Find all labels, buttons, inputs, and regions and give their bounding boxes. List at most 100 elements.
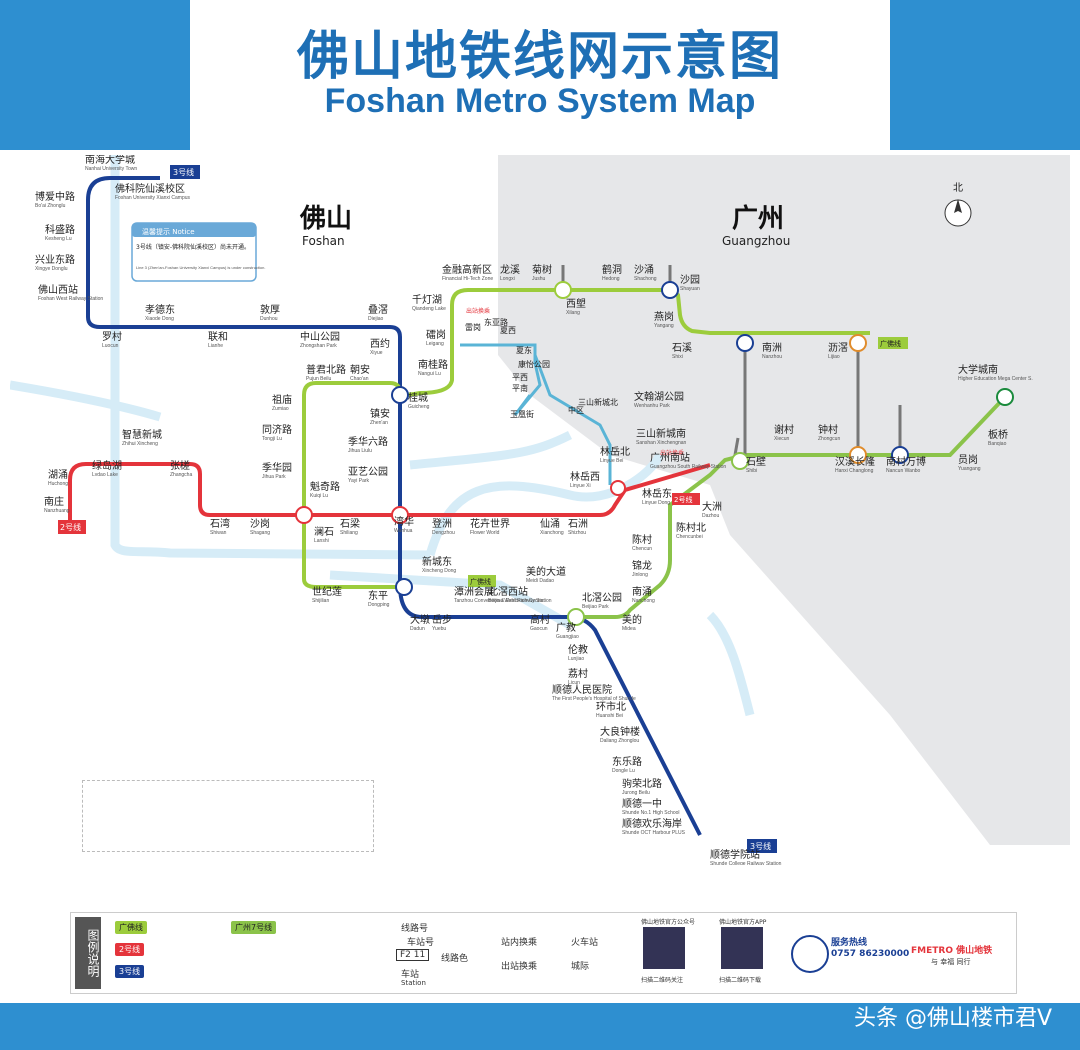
legend-title: 图例说明: [75, 917, 101, 989]
station-name: 锦龙: [632, 559, 652, 572]
station-name: 大学城南: [958, 363, 998, 376]
station-name: 科盛路: [45, 223, 75, 236]
station-name: 南洲: [762, 341, 782, 354]
guangzhou-region: [498, 155, 1070, 845]
station-name: 新城东: [422, 555, 452, 568]
tram-station-name: 平西: [512, 373, 528, 382]
legend-line3: 3号线: [115, 965, 145, 978]
line2-badge-right: 2号线: [672, 493, 700, 505]
legend-scan-download: 扫描二维码下载: [719, 977, 762, 984]
footer-bar: [0, 1003, 1080, 1050]
station-name: 桂城: [408, 391, 428, 404]
station-name-en: Linyue Dong: [642, 500, 670, 506]
station-name: 石溪: [672, 342, 692, 354]
guangfo-badge-mid-label: 广佛线: [470, 577, 491, 586]
legend-station-code-sample: F2 11: [396, 949, 430, 961]
station-name-en: Beijiao West Railway Station: [488, 598, 552, 604]
station-name-en: Jihua Park: [262, 474, 286, 480]
station-name: 孝德东: [145, 303, 175, 316]
station-name-en: Sanshan Xinchengnan: [636, 440, 687, 446]
guangfo-badge-mid: 广佛线: [468, 575, 496, 587]
station-name-en: Guicheng: [408, 404, 430, 410]
brand-logo: FMETRO 佛山地铁: [911, 946, 993, 956]
metro-map[interactable]: 佛山 Foshan 广州 Guangzhou 北 温馨提示 Notice 3号线…: [10, 155, 1070, 865]
line-tram: [460, 343, 612, 485]
station-name: 千灯湖: [412, 294, 442, 306]
station-name-en: Chencunbei: [676, 534, 703, 540]
tram-station-name: 平南: [512, 383, 528, 393]
notice-title: 温馨提示 Notice: [142, 227, 195, 236]
station-name: 燕岗: [654, 311, 674, 323]
line-guangfo: [302, 288, 870, 579]
station-name: 花卉世界: [470, 517, 510, 530]
station-name: 张槎: [170, 459, 190, 472]
station-name-en: Kesheng Lu: [45, 236, 72, 242]
legend-interchange-out: 出站换乘: [501, 962, 538, 972]
station-name-en: Luocun: [102, 343, 119, 349]
legend-guangfo-pill: 广佛线: [115, 921, 147, 934]
out-station-transfer-note-1: 出站换乘: [466, 307, 490, 315]
station-name: 镇安: [370, 407, 390, 420]
legend-guangfo: 广佛线: [115, 921, 147, 934]
station-name: 高村: [530, 613, 550, 626]
station-name: 菊树: [532, 263, 552, 276]
station-name-en: Shizhou: [568, 530, 586, 536]
legend-account-label: 佛山地铁官方公众号: [641, 919, 696, 926]
compass-north-label: 北: [953, 182, 963, 194]
station-name: 伦教: [568, 643, 588, 656]
station-name-en: Jurong Beilu: [622, 790, 650, 796]
station-name-en: Linyue Xi: [570, 483, 591, 489]
tram-station-name: 中区: [568, 405, 584, 415]
tram-station-labels: 夏东康怡公园平西平南玉凰街中区三山新城北雷岗东亚路夏西: [465, 317, 618, 419]
station-name: 季华六路: [348, 435, 388, 448]
station-name-en: Shayuan: [680, 286, 700, 292]
station-name-en: Huanshi Bei: [596, 713, 623, 719]
station-name: 东平: [368, 589, 388, 602]
station-name: 顺德学院站: [710, 848, 760, 861]
station-name-en: Nangui Lu: [418, 371, 441, 377]
station-name: 沥滘: [828, 342, 848, 354]
station-name: 北滘西站: [488, 585, 528, 598]
station-name-en: Lunjiao: [568, 656, 584, 662]
station-name: 石湾: [210, 517, 230, 530]
station-name: 西塱: [566, 297, 586, 310]
station-name-en: Lianhe: [208, 343, 223, 349]
tram-station-name: 三山新城北: [578, 397, 618, 407]
station-name: 南村万博: [886, 455, 926, 468]
station-name: 亚艺公园: [348, 466, 388, 478]
tram-station-name: 夏东: [516, 345, 532, 355]
station-name: 沙岗: [250, 518, 270, 530]
station-name: 三山新城南: [636, 427, 686, 440]
line2-badge-left: 2号线: [58, 520, 86, 534]
notice-box: 温馨提示 Notice 3号线（镇安-佛科院仙溪校区）尚未开通。 Line 3 …: [131, 222, 266, 282]
station-name-en: Lanshi: [314, 538, 329, 544]
hotline-label: 服务热线: [831, 938, 868, 948]
station-name: 林岳东: [642, 487, 672, 500]
header-banner: 佛山地铁线网示意图 Foshan Metro System Map: [0, 0, 1080, 150]
station-name-en: Pujun Beilu: [306, 376, 332, 382]
north-compass-icon: 北: [944, 182, 972, 227]
station-name: 顺德一中: [622, 797, 662, 810]
station-name-en: Shunde No.1 High School: [622, 810, 680, 816]
station-name-en: Lijiao: [828, 354, 840, 360]
station-name: 登洲: [432, 517, 452, 530]
region-foshan-en: Foshan: [302, 234, 345, 248]
station-name: 沙涌: [634, 264, 654, 276]
station-name-en: Leigang: [426, 341, 444, 347]
station-name: 石壁: [746, 455, 766, 468]
station-name: 同济路: [262, 423, 292, 436]
station-name-en: Shachong: [634, 276, 657, 282]
station-name-en: Zhen'an: [370, 420, 388, 426]
station-name: 员岗: [958, 454, 978, 466]
line3-badge-bottom-label: 3号线: [750, 841, 771, 851]
station-name: 钟村: [818, 423, 838, 436]
station-name-en: Gaocun: [530, 626, 548, 632]
station-name-en: Xilang: [566, 310, 580, 316]
station-name-en: Dunhou: [260, 316, 278, 322]
legend-train-station: 火车站: [571, 938, 599, 948]
brand-slogan: 与 幸福 同行: [931, 958, 971, 966]
station-name-en: Xianchong: [540, 530, 564, 536]
station-name-en: Chao'an: [350, 376, 369, 382]
line3-badge-top: 3号线: [170, 165, 200, 179]
